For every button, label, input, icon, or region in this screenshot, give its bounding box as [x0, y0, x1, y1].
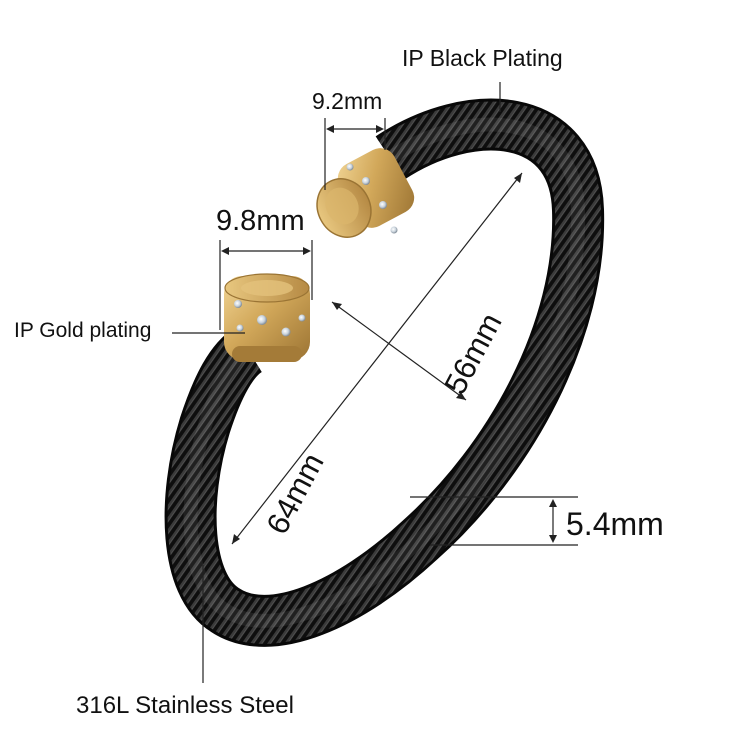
ip-gold-plating-label: IP Gold plating	[14, 319, 152, 342]
left-end-cap	[224, 273, 310, 362]
top-end-cap	[316, 148, 415, 238]
cap-width-top-label: 9.2mm	[312, 88, 383, 114]
cable-thickness-label: 5.4mm	[566, 506, 664, 542]
arrow-heads	[221, 125, 557, 544]
annotation-lines	[172, 82, 578, 683]
cap-width-left-label: 9.8mm	[216, 205, 305, 237]
cable	[164, 98, 605, 647]
material-label: 316L Stainless Steel	[76, 692, 294, 719]
ip-black-plating-label: IP Black Plating	[402, 45, 563, 71]
